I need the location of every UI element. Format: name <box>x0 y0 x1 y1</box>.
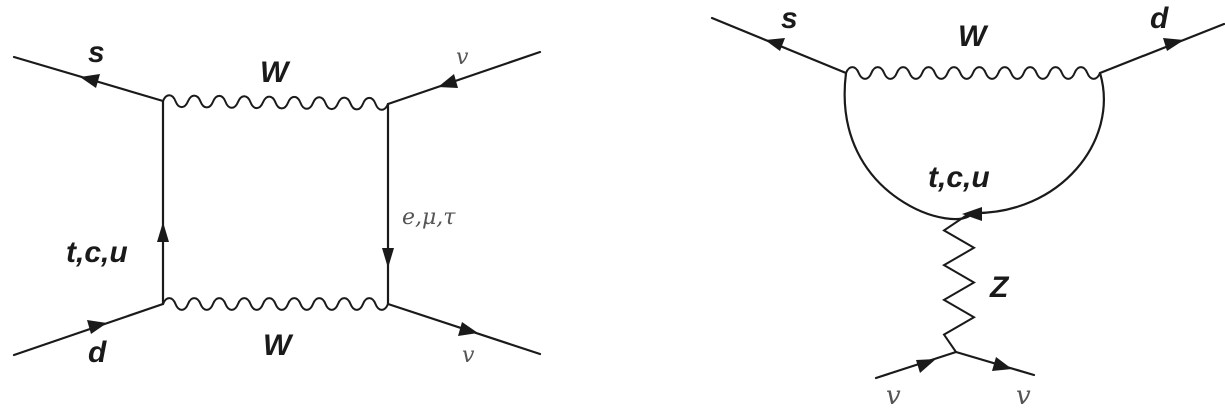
d-quark-line <box>12 302 165 357</box>
penguin-diagram: s d W t,c,u Z v v <box>710 2 1225 411</box>
neutrino-right-arrow <box>992 357 1012 371</box>
label-s-2: s <box>781 2 798 35</box>
d-quark-arrow <box>87 320 107 334</box>
d-quark-arrow-2 <box>1163 38 1184 51</box>
bottom-right-lepton-arrow <box>458 322 478 336</box>
top-w-boson <box>162 94 389 111</box>
d-quark-line-2 <box>1098 22 1225 75</box>
label-w-top: W <box>260 56 291 89</box>
label-nu-left: v <box>886 381 901 411</box>
label-z: Z <box>989 271 1010 304</box>
loop-w-boson <box>845 66 1101 80</box>
neutrino-left-arrow <box>916 359 936 373</box>
top-right-lepton-arrow <box>438 74 458 88</box>
box-diagram: s d W W t,c,u e,μ,τ v v <box>12 36 542 369</box>
s-quark-arrow-2 <box>765 38 785 51</box>
label-tcu-2: t,c,u <box>928 161 990 194</box>
z-boson <box>942 212 976 353</box>
label-s: s <box>88 36 105 69</box>
label-d: d <box>88 336 107 369</box>
quark-loop-arrow <box>962 207 982 221</box>
bottom-w-boson <box>162 297 389 311</box>
lepton-propagator-arrow <box>382 248 394 268</box>
quark-propagator-arrow <box>157 222 169 242</box>
label-nu-bottom: v <box>462 343 475 368</box>
label-d-2: d <box>1150 2 1169 35</box>
label-nu-top: v <box>456 45 469 70</box>
top-right-lepton-line <box>386 50 542 106</box>
quark-loop <box>843 71 1105 221</box>
label-w-bottom: W <box>263 329 294 362</box>
label-nu-right: v <box>1016 381 1031 411</box>
s-quark-arrow <box>80 74 100 88</box>
label-w-loop: W <box>958 20 989 53</box>
label-tcu: t,c,u <box>66 236 128 269</box>
label-leptons: e,μ,τ <box>402 205 456 230</box>
neutrino-left-line <box>874 350 958 380</box>
